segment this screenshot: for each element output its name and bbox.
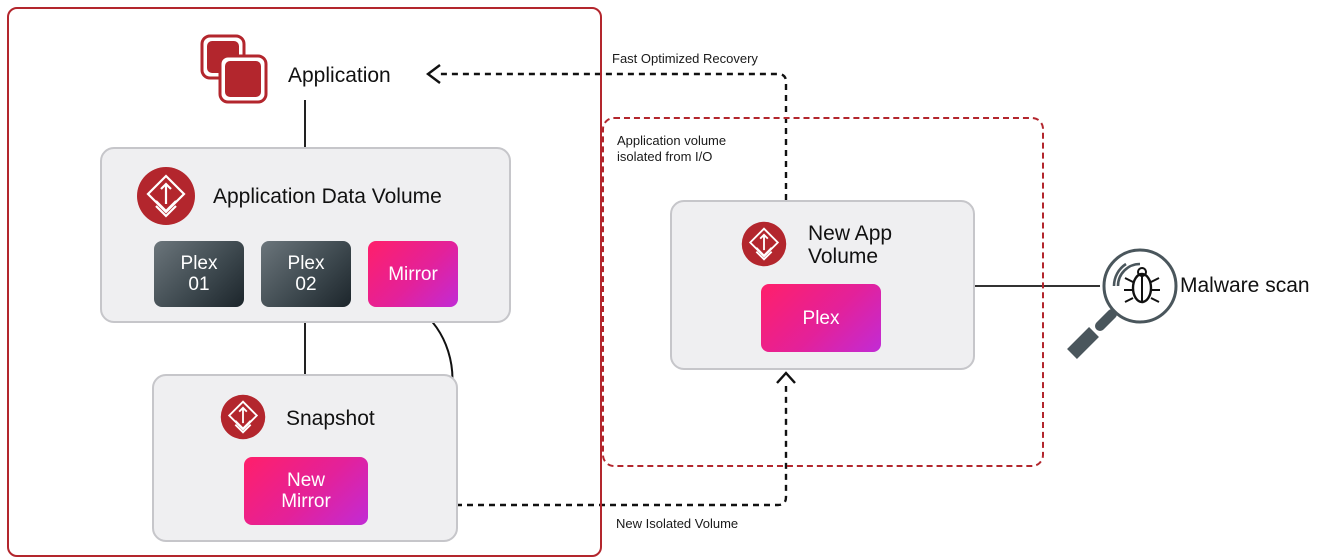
new-app-volume: New App Volume Plex xyxy=(670,200,975,370)
application-data-volume: Application Data Volume Plex 01 Plex 02 … xyxy=(100,147,511,323)
malware-scan-icon xyxy=(1067,248,1178,359)
new-mirror-chip: New Mirror xyxy=(244,457,368,525)
isolated-volume-link xyxy=(368,386,788,507)
snapshot-title: Snapshot xyxy=(286,407,375,430)
recovery-link-label: Fast Optimized Recovery xyxy=(612,51,758,66)
isolated-arrowhead xyxy=(776,371,796,384)
volume-icon xyxy=(220,394,266,440)
recovery-link xyxy=(438,72,788,200)
plex-01-chip: Plex 01 xyxy=(154,241,244,307)
volume-icon xyxy=(741,221,787,267)
malware-scan-label: Malware scan xyxy=(1180,274,1310,297)
new-app-plex-chip: Plex xyxy=(761,284,881,352)
mirror-chip: Mirror xyxy=(368,241,458,307)
volume-icon xyxy=(137,167,195,225)
application-label: Application xyxy=(288,64,391,87)
isolation-zone xyxy=(602,117,1044,467)
new-app-volume-title: New App Volume xyxy=(808,222,893,268)
app-stack-icon xyxy=(200,34,268,104)
protected-environment-frame xyxy=(7,7,602,557)
snapshot-volume: Snapshot New Mirror xyxy=(152,374,458,542)
isolation-note: Application volume isolated from I/O xyxy=(617,133,727,164)
plex-02-chip: Plex 02 xyxy=(261,241,351,307)
isolated-link-label: New Isolated Volume xyxy=(616,516,739,531)
recovery-arrowhead xyxy=(426,64,441,84)
data-volume-title: Application Data Volume xyxy=(213,185,442,208)
